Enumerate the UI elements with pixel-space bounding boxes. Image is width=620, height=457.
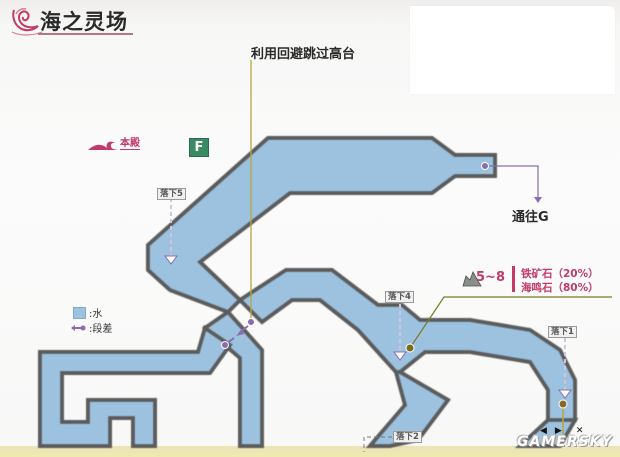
drop2-line bbox=[363, 436, 392, 452]
jump-tip-label: 利用回避跳过高台 bbox=[251, 47, 356, 62]
page-title: 海之灵场 bbox=[40, 10, 128, 34]
lower-left-corridor bbox=[38, 324, 233, 448]
ore-point-icon bbox=[405, 343, 415, 353]
honden-wave-icon bbox=[88, 141, 118, 150]
right-branch bbox=[365, 370, 451, 448]
goto-g-label[interactable]: 通往G bbox=[512, 210, 549, 225]
watermark: GAMERSKY bbox=[517, 434, 613, 450]
goto-g-connector bbox=[481, 162, 542, 203]
legend-water: :水 bbox=[73, 305, 102, 320]
drop5-arrowhead-icon bbox=[164, 255, 178, 265]
next-arrow-icon[interactable]: ▶ bbox=[554, 426, 562, 436]
step-marker-icon bbox=[221, 318, 255, 349]
corner-blank-box bbox=[410, 6, 615, 94]
drop4-arrowhead-icon bbox=[393, 351, 407, 361]
prev-arrow-icon[interactable]: ◀ bbox=[540, 426, 547, 436]
upper-corridor bbox=[146, 136, 497, 315]
drop-tag-4: 落下4 bbox=[385, 291, 414, 303]
ore-item-2: 海鸣石（80%） bbox=[521, 282, 599, 294]
image-nav-controls: ◀ ▶ ✕ bbox=[540, 426, 583, 436]
cross-diagonal bbox=[201, 309, 264, 448]
step-legend-icon bbox=[71, 324, 86, 331]
drop-tag-2: 落下2 bbox=[393, 431, 422, 443]
ore-level-label: 5~8 bbox=[476, 270, 505, 285]
title-underline bbox=[38, 33, 133, 35]
wave-ornament-icon bbox=[11, 8, 43, 36]
floor-badge: F bbox=[189, 138, 209, 157]
drop1-arrowhead-icon bbox=[558, 389, 572, 399]
ore-bar bbox=[512, 266, 515, 292]
ore-callout-line bbox=[409, 296, 612, 349]
ore-item-1: 铁矿石（20%） bbox=[521, 268, 599, 280]
water-swatch-icon bbox=[73, 306, 86, 319]
ore-rock-icon bbox=[462, 271, 482, 287]
drop-tag-1: 落下1 bbox=[548, 326, 577, 338]
drop-tag-5: 落下5 bbox=[157, 188, 186, 200]
legend-step: :段差 bbox=[70, 320, 112, 335]
gather-point-icon bbox=[558, 399, 568, 409]
right-lower-branch bbox=[514, 418, 579, 448]
honden-link[interactable]: 本殿 bbox=[120, 138, 140, 150]
close-icon[interactable]: ✕ bbox=[575, 426, 584, 436]
page-bottom-edge bbox=[0, 446, 620, 457]
